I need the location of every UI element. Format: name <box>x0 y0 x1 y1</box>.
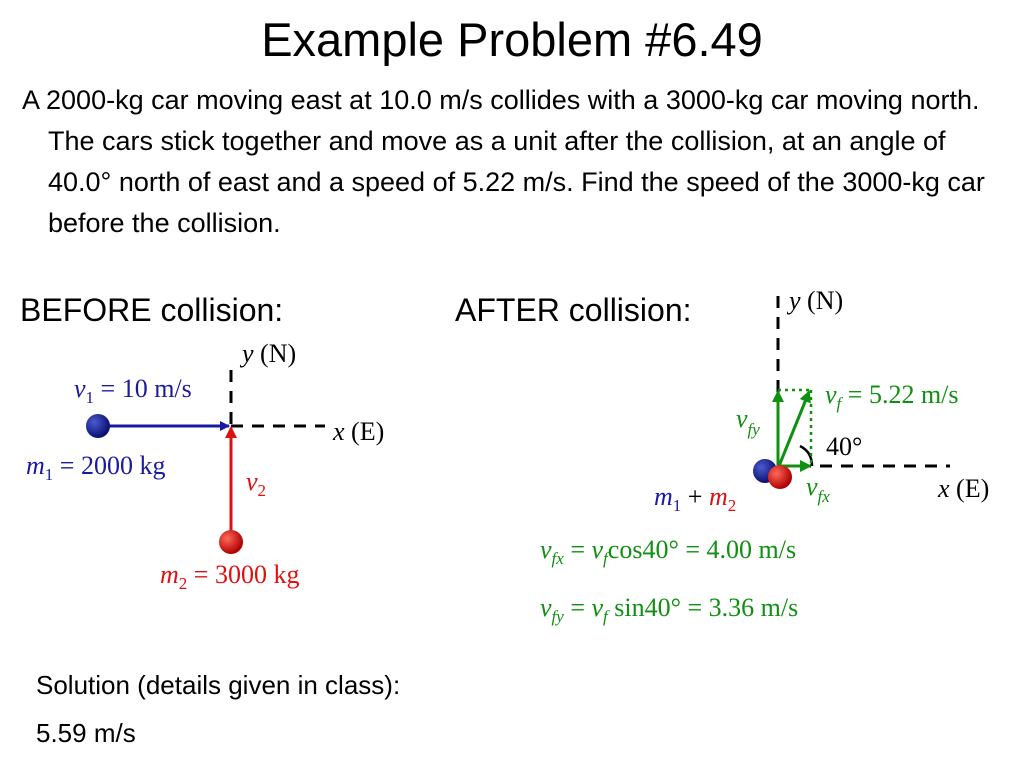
solution-label: Solution (details given in class): <box>36 670 401 700</box>
vf-label: vf = 5.22 m/s <box>825 380 959 413</box>
vfx-label: vfx <box>806 472 830 506</box>
m2-label: m2 = 3000 kg <box>160 560 299 593</box>
before-y-axis-label: y (N) <box>239 339 296 368</box>
v1-label: v1 = 10 m/s <box>74 374 192 407</box>
slide-title: Example Problem #6.49 <box>261 13 763 66</box>
before-heading: BEFORE collision: <box>20 292 284 328</box>
vfx-equation: vfx = vfcos40° = 4.00 m/s <box>540 535 796 568</box>
after-x-axis-label: x (E) <box>937 474 989 503</box>
after-y-axis-label: y (N) <box>786 286 843 315</box>
vfy-equation: vfy = vf sin40° = 3.36 m/s <box>540 593 798 626</box>
after-heading: AFTER collision: <box>455 292 692 328</box>
solution-value: 5.59 m/s <box>36 718 136 748</box>
combined-red-ball <box>768 465 792 489</box>
combined-mass-label: m1 + m2 <box>654 482 736 515</box>
car1-ball <box>86 414 110 438</box>
after-diagram: y (N) x (E) vf = 5.22 m/s vfy vfx 40° m1… <box>654 286 989 515</box>
vf-arrow <box>777 390 811 467</box>
before-diagram: y (N) x (E) v1 = 10 m/s m1 = 2000 kg v2 … <box>26 339 384 593</box>
v2-label: v2 <box>246 467 266 500</box>
angle-label: 40° <box>826 432 862 461</box>
car2-ball <box>219 530 243 554</box>
vfy-label: vfy <box>736 404 760 439</box>
before-x-axis-label: x (E) <box>332 417 384 446</box>
m1-label: m1 = 2000 kg <box>26 451 165 484</box>
problem-statement: A 2000-kg car moving east at 10.0 m/s co… <box>22 85 985 238</box>
